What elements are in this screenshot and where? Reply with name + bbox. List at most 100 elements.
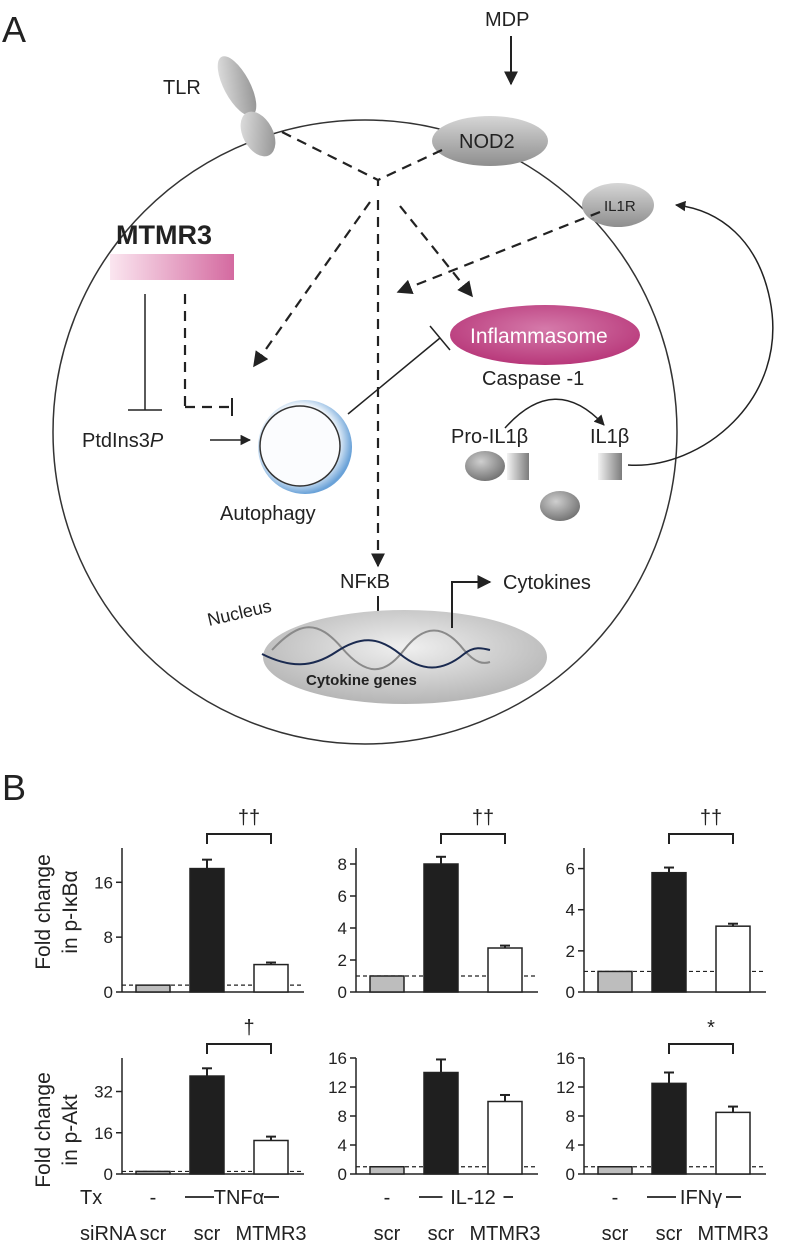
bar-3: [487, 947, 523, 993]
il1r-shape: [582, 183, 654, 227]
y-tick-label: 0: [104, 1165, 113, 1184]
panel-b-label: B: [2, 767, 26, 808]
mdp-label: MDP: [485, 9, 529, 31]
nucleus-label: Nucleus: [205, 596, 273, 630]
y-tick-label: 12: [556, 1078, 575, 1097]
significance-bracket: [668, 833, 734, 844]
significance-bracket: [440, 833, 506, 844]
y-tick-label: 8: [566, 1107, 575, 1126]
significance-label: ††: [238, 807, 260, 829]
bar-3: [253, 1139, 289, 1175]
significance-bracket: [668, 1043, 734, 1054]
y-tick-label: 0: [566, 983, 575, 1002]
row-title-1-line1: Fold change: [32, 854, 55, 970]
bar-1: [135, 1170, 171, 1175]
sirna-label: scr: [602, 1223, 629, 1245]
y-tick-label: 12: [328, 1078, 347, 1097]
il1r-label: IL1R: [604, 198, 636, 215]
tx-untreated-dash: -: [150, 1187, 157, 1209]
y-tick-label: 16: [94, 873, 113, 892]
tx-untreated-dash: -: [384, 1187, 391, 1209]
y-tick-label: 4: [566, 1136, 575, 1155]
y-tick-label: 6: [566, 860, 575, 879]
sirna-label: scr: [428, 1223, 455, 1245]
sirna-label: scr: [140, 1223, 167, 1245]
treatment-row: - TNFα scr scr MTMR3 - IL-12 scr scr MTMR3 - IFNγ sc…: [140, 1187, 769, 1245]
row-title-2-line1: Fold change: [32, 1072, 55, 1188]
cytokines-label: Cytokines: [503, 572, 591, 594]
autophagy-inhibition-bar: [429, 325, 451, 351]
il1b-feedback-arrow: [627, 200, 774, 466]
ptdins3p-label: PtdIns3P: [82, 430, 164, 452]
caspase-cleavage-arrow: [504, 398, 605, 429]
nod2-shape: [432, 116, 548, 166]
nod2-label: NOD2: [459, 131, 515, 153]
nfkb-label: NFκB: [340, 571, 390, 593]
y-tick-label: 8: [104, 928, 113, 947]
bar-2: [651, 871, 687, 993]
il1b-label: IL1β: [590, 426, 629, 448]
bar-3: [253, 963, 289, 993]
bar-2: [189, 867, 225, 993]
tlr-label: TLR: [163, 77, 201, 99]
tx-label: IFNγ: [680, 1187, 722, 1209]
y-tick-label: 16: [556, 1049, 575, 1068]
il1b-square: [598, 453, 622, 480]
significance-label: ††: [700, 807, 722, 829]
bar-2: [423, 1071, 459, 1175]
tlr-receptor-icon: [217, 56, 276, 157]
chart-1: 0 8 16 ††: [94, 807, 304, 1002]
bar-1: [597, 1166, 633, 1175]
bar-1: [135, 984, 171, 993]
tx-label: TNFα: [214, 1187, 264, 1209]
mtmr3-bar: [110, 254, 234, 280]
bar-1: [369, 975, 405, 993]
sirna-label: scr: [656, 1223, 683, 1245]
y-tick-label: 16: [328, 1049, 347, 1068]
autophagy-label: Autophagy: [220, 503, 316, 525]
y-tick-label: 16: [94, 1124, 113, 1143]
row-title-2-line2: in p-Akt: [59, 1094, 82, 1165]
y-tick-label: 0: [566, 1165, 575, 1184]
tx-header: Tx: [80, 1187, 102, 1209]
sirna-label: scr: [374, 1223, 401, 1245]
sirna-label: scr: [194, 1223, 221, 1245]
bar-3: [715, 1111, 751, 1175]
tx-label: IL-12: [450, 1187, 496, 1209]
bar-3: [715, 925, 751, 993]
y-tick-label: 0: [104, 983, 113, 1002]
autophagy-inhibition-line: [347, 337, 441, 415]
y-tick-label: 6: [338, 887, 347, 906]
sirna-header: siRNA: [80, 1223, 137, 1245]
y-tick-label: 4: [338, 919, 347, 938]
row-title-1-line2: in p-IκBα: [59, 870, 82, 953]
panel-a-label: A: [2, 9, 26, 50]
bar-2: [189, 1075, 225, 1175]
bar-3: [487, 1100, 523, 1175]
bar-2: [651, 1082, 687, 1175]
dna-strands-icon: [261, 626, 491, 671]
inflammasome-shape: [450, 305, 640, 365]
bar-1: [369, 1166, 405, 1175]
tx-untreated-dash: -: [612, 1187, 619, 1209]
sirna-label: MTMR3: [469, 1223, 540, 1245]
y-tick-label: 32: [94, 1083, 113, 1102]
bar-1: [597, 970, 633, 993]
pro-il1b-square: [507, 453, 529, 480]
y-tick-label: 0: [338, 1165, 347, 1184]
sirna-label: MTMR3: [235, 1223, 306, 1245]
transcription-arrow: [451, 575, 492, 628]
autophagosome-inner: [259, 405, 341, 487]
y-tick-label: 8: [338, 855, 347, 874]
significance-bracket: [206, 833, 272, 844]
bar-2: [423, 863, 459, 993]
y-tick-label: 0: [338, 983, 347, 1002]
mtmr3-label: MTMR3: [116, 220, 212, 250]
